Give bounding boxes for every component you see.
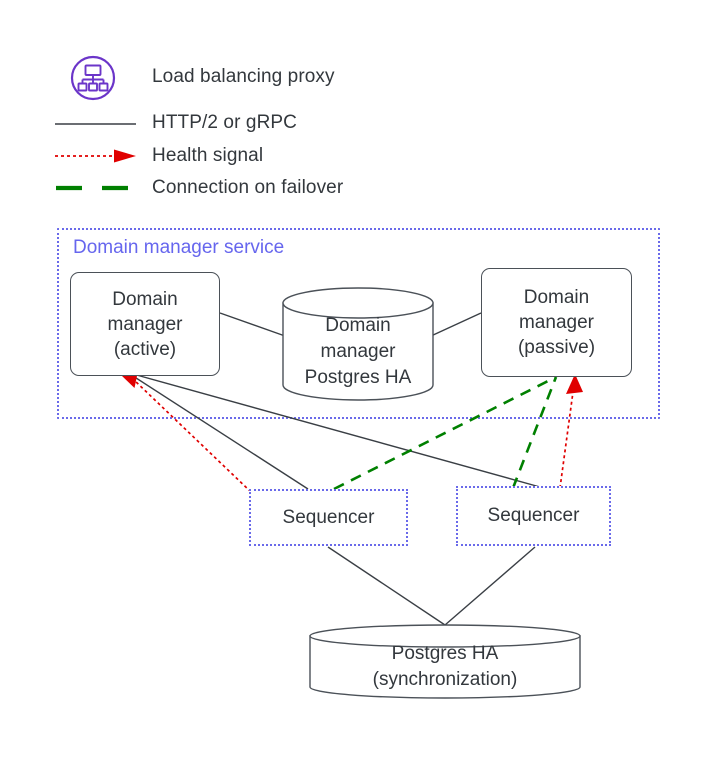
link-sequencer-right-to-postgres-ha <box>444 546 536 626</box>
legend-label-connection-on-failover: Connection on failover <box>152 177 344 198</box>
link-failover-sequencer-right-to-dm-passive <box>511 376 558 489</box>
domain-manager-service-title: Domain manager service <box>73 237 285 258</box>
node-domain-manager-active[interactable]: Domain manager (active) <box>70 272 220 376</box>
health-arrowhead-dm-passive <box>566 374 583 394</box>
link-sequencer-left-to-postgres-ha <box>327 546 446 626</box>
load-balancing-proxy-icon <box>70 55 116 101</box>
node-domain-manager-passive-label: Domain manager (passive) <box>517 287 596 358</box>
node-sequencer-right[interactable]: Sequencer <box>456 486 611 546</box>
link-failover-sequencer-left-to-dm-passive <box>333 375 557 491</box>
legend-marker-arrowhead <box>114 149 136 163</box>
legend-label-load-balancing-proxy: Load balancing proxy <box>152 66 335 87</box>
node-sequencer-left[interactable]: Sequencer <box>249 489 408 546</box>
link-dm-active-to-dm-postgres <box>219 312 286 337</box>
node-domain-manager-passive[interactable]: Domain manager (passive) <box>481 268 632 377</box>
node-sequencer-left-label: Sequencer <box>282 506 375 528</box>
node-domain-manager-active-label: Domain manager (active) <box>107 288 183 360</box>
link-health-sequencer-left-to-dm-active <box>133 379 252 493</box>
cylinder-postgres-ha-sync <box>309 624 581 699</box>
link-dm-active-to-sequencer-left <box>132 375 309 490</box>
cylinder-dm-postgres-ha <box>282 287 434 401</box>
legend-label-http2-grpc: HTTP/2 or gRPC <box>152 112 297 133</box>
link-dm-postgres-to-dm-passive <box>430 312 482 337</box>
link-health-sequencer-right-to-dm-passive <box>559 391 574 489</box>
link-dm-active-to-sequencer-right <box>132 373 541 488</box>
node-sequencer-right-label: Sequencer <box>487 505 580 526</box>
domain-manager-service-group <box>57 228 660 419</box>
legend-label-health-signal: Health signal <box>152 145 264 166</box>
